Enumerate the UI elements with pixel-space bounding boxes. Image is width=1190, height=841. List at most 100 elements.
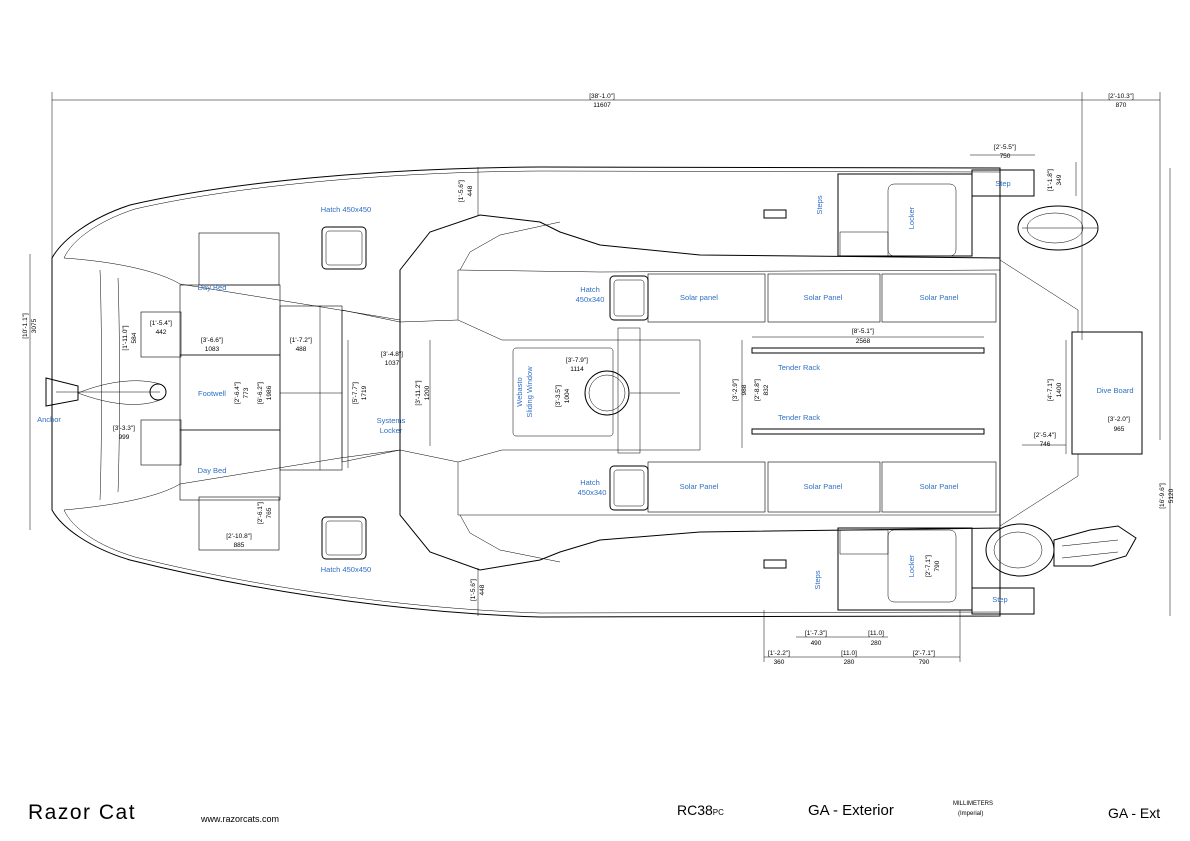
bow-area — [45, 226, 401, 560]
dim-790-v-mm: 790 — [934, 560, 941, 571]
dim-488-mm: 488 — [296, 346, 307, 353]
label-systems-locker-2: Locker — [380, 426, 403, 435]
dim-1400-imperial: [4'-7.1"] — [1047, 379, 1054, 401]
label-locker-top: Locker — [907, 206, 916, 229]
tender-rack-1 — [751, 347, 985, 354]
label-locker-bottom: Locker — [907, 554, 916, 577]
dim-832-imperial: [2'-8.8"] — [754, 379, 761, 401]
dim-1083-mm: 1083 — [205, 346, 220, 353]
dim-999-mm: 999 — [119, 434, 130, 441]
label-solar-panel-6: Solar Panel — [920, 482, 959, 491]
anchor-icon — [45, 377, 167, 407]
dim-280a-imperial: [11.0] — [841, 650, 857, 657]
dim-584-imperial: [1'-11.0"] — [122, 325, 129, 350]
label-solar-panel-3: Solar Panel — [920, 293, 959, 302]
dim-832-mm: 832 — [763, 384, 770, 395]
dim-765-imperial: [2'-6.1"] — [257, 502, 264, 524]
sheet-title: GA - Exterior — [808, 802, 894, 819]
dimension-lines — [29, 92, 1171, 662]
dim-step-depth-imperial: [1'-1.8"] — [1047, 169, 1054, 191]
dim-1004-imperial: [3'-3.5"] — [555, 385, 562, 407]
dim-1037-mm: 1037 — [385, 360, 400, 367]
dimension-labels: [38'-1.0"] 11607 [2'-10.3"] 870 [2'-5.5"… — [22, 93, 1175, 666]
dim-360-mm: 360 — [774, 659, 785, 666]
dim-overall-beam-imperial: [16'-9.6"] — [1159, 483, 1166, 509]
dim-360-imperial: [1'-2.2"] — [768, 650, 790, 657]
dim-outboard-overhang-imperial: [2'-10.3"] — [1108, 93, 1134, 100]
sheet-code: GA - Ext — [1108, 805, 1161, 821]
dim-1986-imperial: [6'-6.2"] — [257, 382, 264, 404]
dim-deck-448-top-mm: 448 — [467, 185, 474, 196]
dim-790-h-imperial: [2'-7.1"] — [913, 650, 935, 657]
model-suffix: PC — [712, 808, 724, 817]
dim-overall-length-mm: 11607 — [593, 102, 611, 109]
label-anchor: Anchor — [37, 415, 61, 424]
dim-1114-imperial: [3'-7.9"] — [566, 357, 588, 364]
dim-280b-mm: 280 — [871, 640, 882, 647]
label-steps-bottom: Steps — [813, 570, 822, 589]
label-hatch-top: Hatch 450x450 — [321, 205, 371, 214]
brand-logo: Razor Cat — [28, 801, 137, 824]
dim-1400-mm: 1400 — [1056, 382, 1063, 397]
dim-280a-mm: 280 — [844, 659, 855, 666]
hatch-top-icon — [321, 226, 367, 270]
outboard-motor-bottom-icon — [985, 523, 1137, 577]
dim-1719-mm: 1719 — [361, 385, 368, 400]
dim-step-width-imperial: [2'-5.5"] — [994, 144, 1016, 151]
tender-rack-2 — [751, 428, 985, 435]
dim-2568-mm: 2568 — [856, 338, 871, 345]
cabin-roof — [399, 214, 1001, 571]
label-hatch-bottom: Hatch 450x450 — [321, 565, 371, 574]
dim-2568-imperial: [8'-5.1"] — [852, 328, 874, 335]
label-steps-top: Steps — [815, 195, 824, 214]
dim-773-imperial: [2'-6.4"] — [234, 382, 241, 404]
solar-panel-4 — [647, 461, 766, 513]
dim-584-mm: 584 — [131, 332, 138, 343]
dim-deck-448-top-imperial: [1'-5.6"] — [458, 180, 465, 202]
label-step-top: Step — [995, 179, 1010, 188]
solar-panel-1 — [647, 273, 766, 323]
dim-1200-mm: 1200 — [424, 385, 431, 400]
dim-1083-imperial: [3'-6.6"] — [201, 337, 223, 344]
dim-step-depth-mm: 349 — [1056, 174, 1063, 185]
hatch-bottom-icon — [321, 516, 367, 560]
label-solar-panel-1: Solar panel — [680, 293, 718, 302]
dim-442-imperial: [1'-5.4"] — [150, 320, 172, 327]
dim-765-mm: 765 — [266, 507, 273, 518]
label-solar-panel-5: Solar Panel — [804, 482, 843, 491]
label-webasto-1: Webasto — [515, 377, 524, 406]
dim-442-mm: 442 — [156, 329, 167, 336]
dim-773-mm: 773 — [243, 387, 250, 398]
dim-deck-448-bottom-imperial: [1'-5.6"] — [470, 579, 477, 601]
dim-988-imperial: [3'-2.9"] — [732, 379, 739, 401]
dim-1719-imperial: [5'-7.7"] — [352, 382, 359, 404]
units-sublabel: (Imperial) — [958, 811, 984, 817]
dim-885-mm: 885 — [234, 542, 245, 549]
outboard-motor-top-icon — [1017, 205, 1099, 251]
label-step-bottom: Step — [992, 595, 1007, 604]
label-systems-locker-1: Systems — [377, 416, 406, 425]
solar-panel-5 — [767, 461, 881, 513]
dim-1114-mm: 1114 — [570, 366, 584, 373]
dim-490-mm: 490 — [811, 640, 822, 647]
label-hatch-450x340-top-1: Hatch — [580, 285, 600, 294]
dim-deck-448-bottom-mm: 448 — [479, 584, 486, 595]
dim-1200-imperial: [3'-11.2"] — [415, 380, 422, 405]
component-labels: Hatch 450x450 Hatch 450x450 Day Bed Day … — [37, 179, 1133, 604]
dim-1986-mm: 1986 — [266, 385, 273, 400]
solar-panel-6 — [881, 461, 997, 513]
label-solar-panel-2: Solar Panel — [804, 293, 843, 302]
dim-outboard-overhang-mm: 870 — [1116, 102, 1127, 109]
solar-panel-2 — [767, 273, 881, 323]
units-label: MILLIMETERS — [953, 801, 994, 807]
hatch-450x340-bottom-icon — [609, 465, 649, 511]
dim-overall-length-imperial: [38'-1.0"] — [589, 93, 615, 100]
dim-965-imperial: [3'-2.0"] — [1108, 416, 1130, 423]
dim-488-imperial: [1'-7.2"] — [290, 337, 312, 344]
website-link[interactable]: www.razorcats.com — [201, 814, 280, 824]
dim-988-mm: 988 — [741, 384, 748, 395]
label-hatch-450x340-bottom-1: Hatch — [580, 478, 600, 487]
label-webasto-2: Sliding Window — [525, 366, 534, 418]
stern-area — [763, 169, 1143, 615]
